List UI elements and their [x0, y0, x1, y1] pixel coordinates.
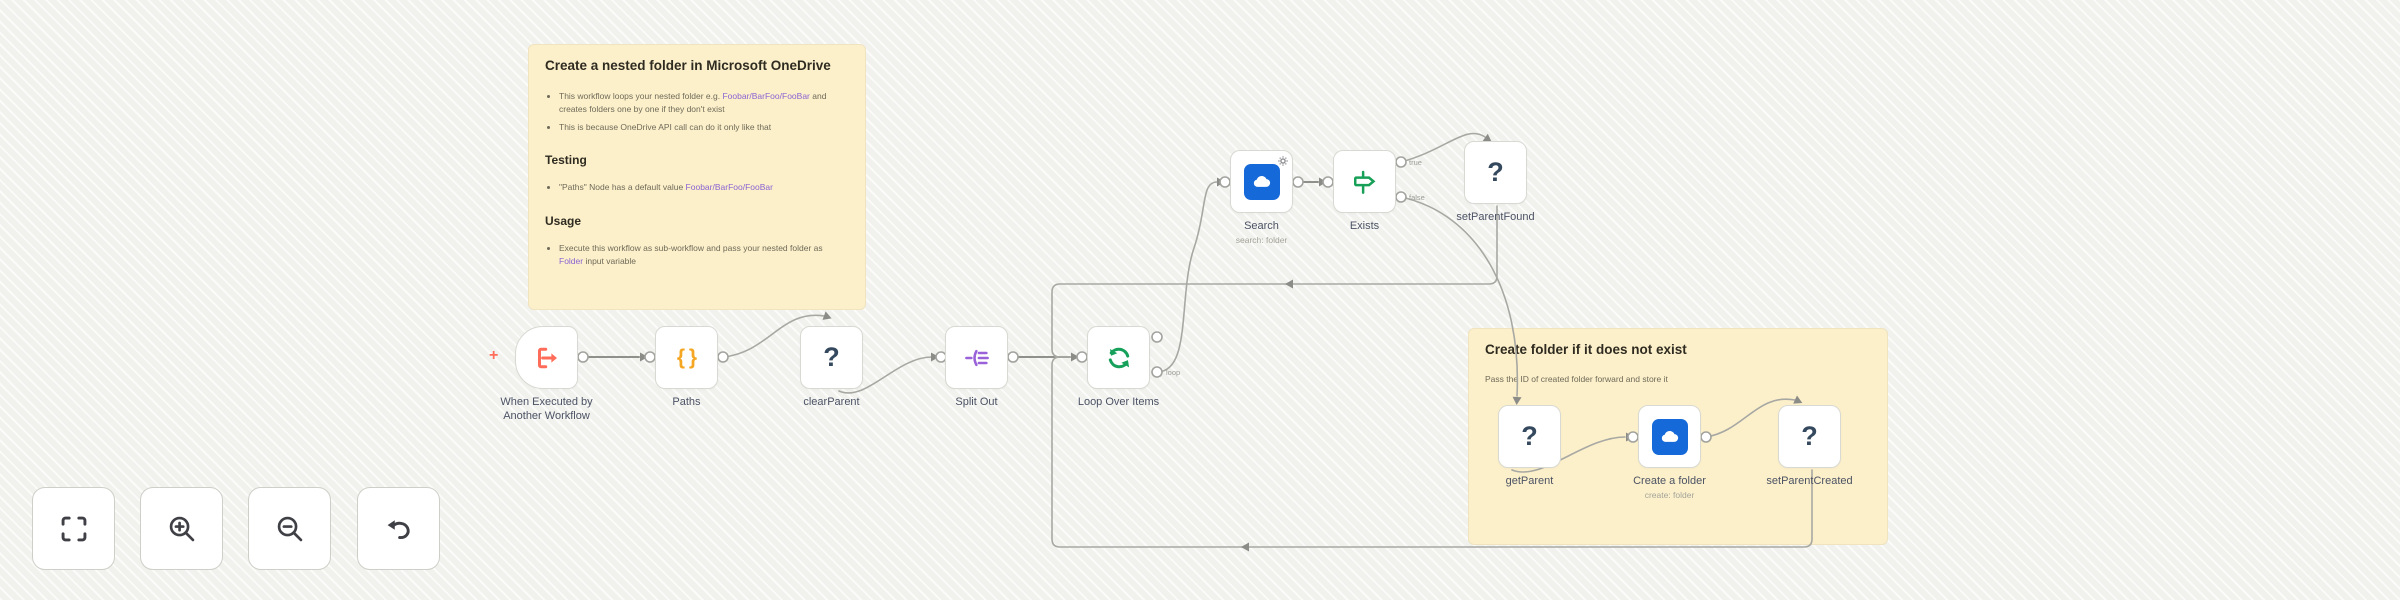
node-label: Loop Over Items: [1077, 396, 1160, 408]
sticky-bullet: "Paths" Node has a default value Foobar/…: [559, 181, 849, 194]
node-label: When Executed by Another Workflow: [500, 396, 593, 422]
node-label: clearParent: [803, 396, 860, 408]
fit-view-button[interactable]: [32, 487, 115, 570]
node-create-a-folder[interactable]: [1638, 405, 1701, 468]
if-signpost-icon: [1353, 170, 1375, 194]
edge-exists-true-to-setparentfound: [1400, 132, 1486, 163]
split-out-icon: [964, 349, 989, 366]
node-exists[interactable]: [1333, 150, 1396, 213]
node-label: Search: [1244, 220, 1279, 232]
undo-button[interactable]: [357, 487, 440, 570]
node-paths[interactable]: { }: [655, 326, 718, 389]
edge-loop-to-search: [1156, 181, 1218, 373]
sticky-title: Create a nested folder in Microsoft OneD…: [545, 58, 831, 73]
trigger-plus-marker: +: [489, 347, 499, 364]
edge-getparent-to-createfolder: [1511, 436, 1626, 473]
sticky-bullet-list: "Paths" Node has a default value Foobar/…: [545, 181, 849, 194]
onedrive-icon: [1243, 163, 1280, 200]
sticky-title: Create folder if it does not exist: [1485, 342, 1687, 357]
node-label: Exists: [1349, 220, 1380, 232]
node-label: setParentCreated: [1766, 475, 1853, 487]
zoom-out-icon: [277, 516, 302, 541]
sticky-note-onedrive[interactable]: Create a nested folder in Microsoft OneD…: [528, 44, 866, 310]
question-mark-icon: ?: [1801, 421, 1818, 451]
gear-badge-icon: [1277, 154, 1289, 166]
port-label-false: false: [1409, 193, 1425, 202]
sticky-bullet-list: Execute this workflow as sub-workflow an…: [545, 242, 849, 268]
node-clearparent[interactable]: ?: [800, 326, 863, 389]
zoom-out-button[interactable]: [248, 487, 331, 570]
node-label: getParent: [1505, 475, 1554, 487]
sticky-bullet: This workflow loops your nested folder e…: [559, 90, 849, 116]
edge-setparentcreated-return-to-loop: [1051, 356, 1813, 548]
node-when-executed-by-another-workflow[interactable]: [515, 326, 578, 389]
zoom-in-button[interactable]: [140, 487, 223, 570]
node-search[interactable]: [1230, 150, 1293, 213]
node-label: Paths: [672, 396, 701, 408]
question-mark-icon: ?: [823, 342, 840, 372]
sticky-heading-usage: Usage: [545, 214, 582, 229]
port-label-loop: loop: [1166, 368, 1181, 377]
node-label: setParentFound: [1456, 211, 1535, 223]
inline-path-code: Foobar/BarFoo/FooBar: [685, 182, 773, 193]
execute-workflow-trigger-icon: [537, 347, 557, 368]
fit-view-icon: [61, 516, 86, 541]
node-split-out[interactable]: [945, 326, 1008, 389]
node-setparentfound[interactable]: ?: [1464, 141, 1527, 204]
node-loop-over-items[interactable]: [1087, 326, 1150, 389]
node-subtitle: search: folder: [1235, 235, 1288, 245]
edge-clearparent-to-splitout: [838, 356, 933, 394]
edge-createfolder-to-setparentcreated: [1705, 398, 1796, 438]
sticky-bullet: Execute this workflow as sub-workflow an…: [559, 242, 849, 268]
node-setparentcreated[interactable]: ?: [1778, 405, 1841, 468]
zoom-in-icon: [169, 516, 194, 541]
edge-exists-false-to-getparent: [1400, 196, 1519, 397]
question-mark-icon: ?: [1521, 421, 1538, 451]
port-label-true: true: [1409, 158, 1422, 167]
set-braces-icon: { }: [676, 346, 697, 369]
inline-path-code: Folder: [559, 255, 584, 266]
inline-path-code: Foobar/BarFoo/FooBar: [722, 91, 810, 102]
node-subtitle: create: folder: [1644, 490, 1695, 500]
edge-paths-to-clearparent: [722, 314, 825, 358]
node-label: Split Out: [955, 396, 998, 408]
node-label: Create a folder: [1633, 475, 1706, 487]
sticky-bullet: This is because OneDrive API call can do…: [559, 121, 849, 134]
sticky-bullet-list: This workflow loops your nested folder e…: [545, 90, 849, 133]
question-mark-icon: ?: [1487, 157, 1504, 187]
loop-refresh-icon: [1108, 347, 1129, 368]
sticky-heading-testing: Testing: [545, 153, 587, 168]
node-getparent[interactable]: ?: [1498, 405, 1561, 468]
undo-icon: [387, 519, 410, 539]
edge-setparentfound-return-to-loop: [1051, 205, 1498, 358]
sticky-subtitle: Pass the ID of created folder forward an…: [1485, 374, 1668, 385]
onedrive-icon: [1651, 418, 1688, 455]
